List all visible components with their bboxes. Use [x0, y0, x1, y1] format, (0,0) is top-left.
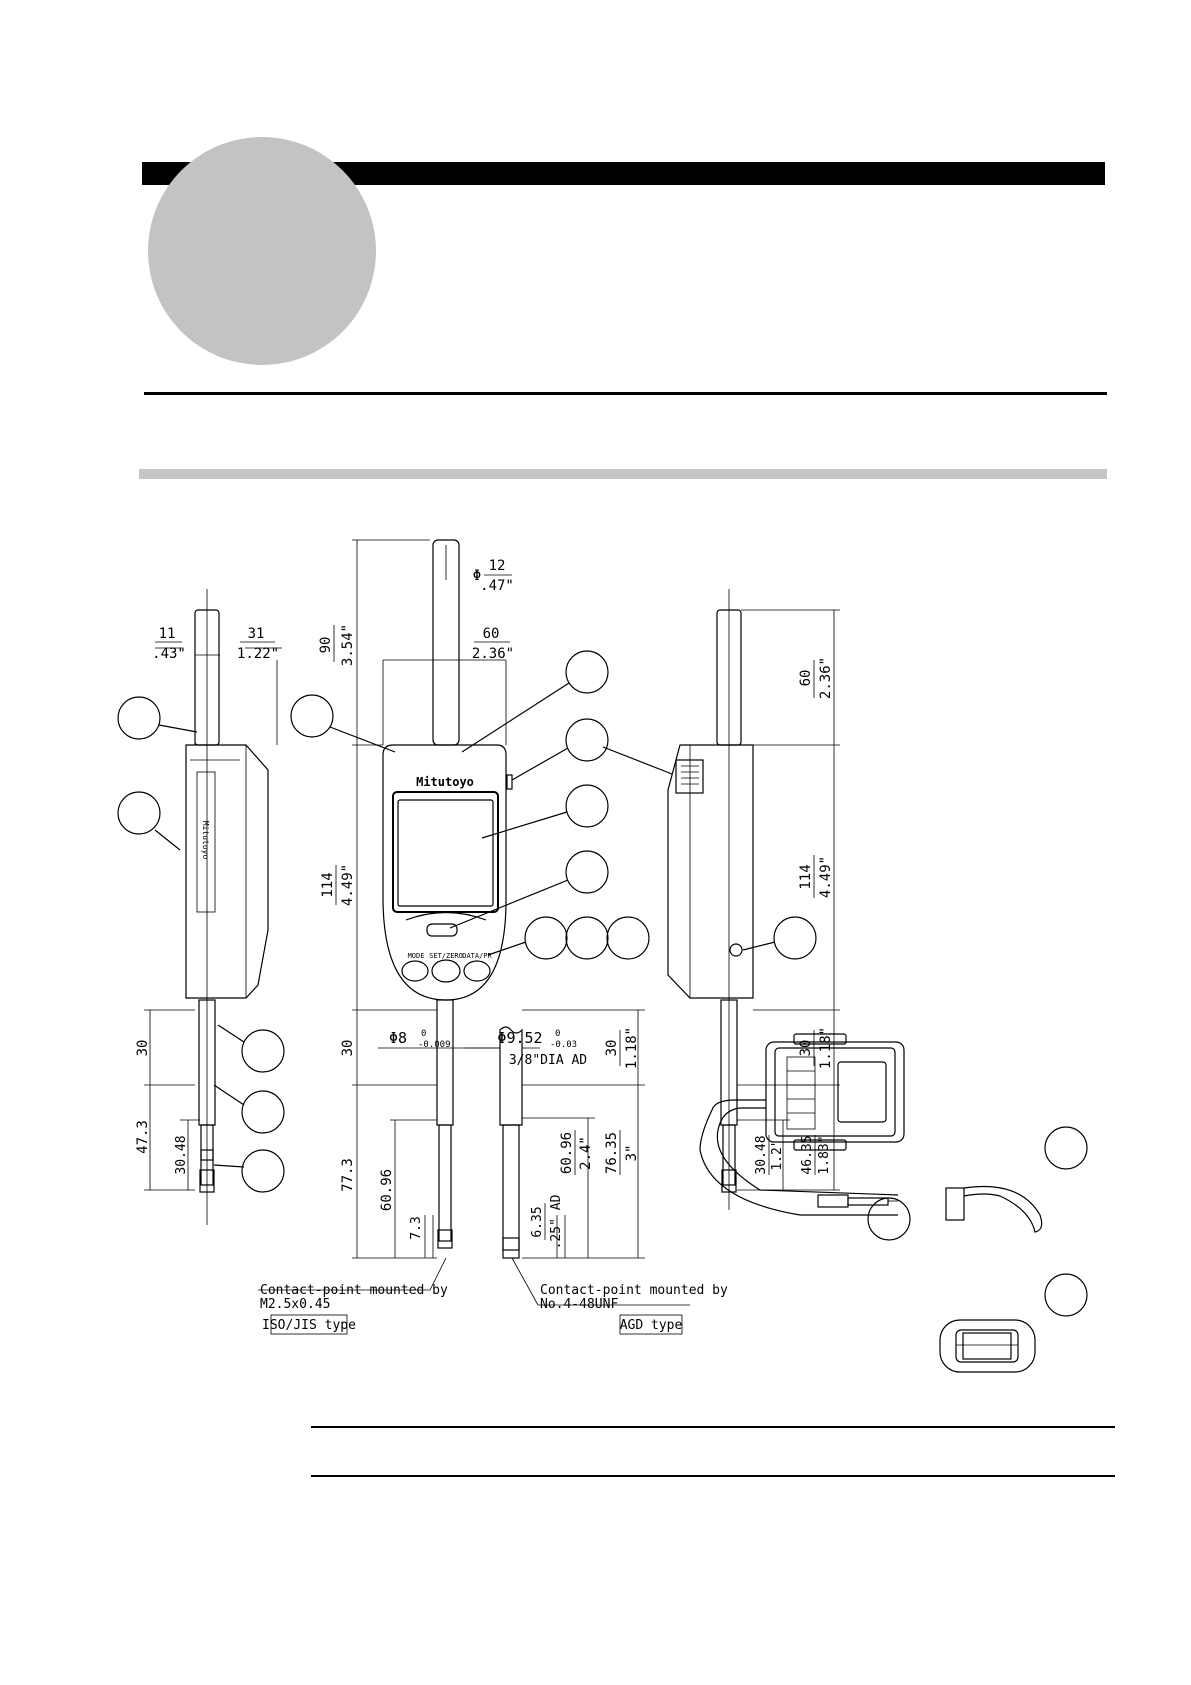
dim-90: 90 — [318, 637, 334, 654]
footer-rule-bottom — [311, 1475, 1115, 1477]
dim-114: 114 — [320, 872, 336, 897]
agd-contact-line1: Contact-point mounted by — [540, 1283, 728, 1298]
header-rule — [144, 392, 1107, 395]
dim-agd-76-35: 76.35 — [604, 1132, 620, 1174]
dim-iso-60-96: 60.96 — [379, 1169, 395, 1211]
dim-left-47-3: 47.3 — [135, 1120, 151, 1154]
dim-agd-6-35: 6.35 — [530, 1206, 545, 1237]
dim-60: 60 — [483, 626, 500, 642]
dim-right-46-35: 46.35 — [800, 1135, 815, 1174]
left-side-view: Mitutoyo — [117, 589, 285, 1225]
header-bar — [142, 162, 1105, 185]
section-rule — [139, 469, 1107, 479]
front-view: Mitutoyo MODE SET/ZERO DATA/PR — [290, 539, 650, 1259]
svg-text:Mitutoyo: Mitutoyo — [201, 821, 210, 860]
dim-stem-agd-upper: 0 — [555, 1029, 560, 1039]
dim-11-inch: .43" — [152, 646, 186, 662]
dim-right-46-35-inch: 1.83" — [817, 1135, 832, 1174]
dim-front-30: 30 — [340, 1040, 356, 1057]
dim-77-3: 77.3 — [340, 1158, 356, 1192]
dim-left-30: 30 — [135, 1040, 151, 1057]
brand-logo: Mitutoyo — [416, 775, 474, 789]
dim-stem-iso: Φ8 — [389, 1029, 407, 1047]
dim-left-30-48: 30.48 — [174, 1135, 189, 1174]
contact-point-notes: Contact-point mounted by M2.5x0.45 ISO/J… — [258, 1257, 728, 1335]
agd-type-label: AGD type — [620, 1318, 683, 1333]
dim-agd-60-96: 60.96 — [559, 1132, 575, 1174]
dim-31-inch: 1.22" — [237, 646, 279, 662]
dim-stem-iso-upper: 0 — [421, 1029, 426, 1039]
agd-contact-line2: No.4-48UNF — [540, 1297, 618, 1312]
dim-right-30-48-inch: 1.2" — [770, 1139, 785, 1170]
chapter-circle — [148, 137, 376, 365]
dim-agd-30-inch: 1.18" — [624, 1027, 640, 1069]
dim-right-114: 114 — [798, 864, 814, 889]
dim-agd-60-96-inch: 2.4" — [578, 1136, 594, 1170]
iso-contact-line1: Contact-point mounted by — [260, 1283, 448, 1298]
iso-type-label: ISO/JIS type — [262, 1318, 356, 1333]
dim-stem-agd: Φ9.52 — [497, 1029, 542, 1047]
dim-right-60: 60 — [798, 670, 814, 687]
dim-31: 31 — [248, 626, 265, 642]
accessories — [699, 1033, 1088, 1373]
dim-stem-iso-lower: -0.009 — [418, 1040, 451, 1050]
btn-mode-label: MODE — [408, 952, 425, 960]
dim-stem-agd-inch: 3/8"DIA AD — [509, 1053, 587, 1068]
right-side-view: 60 2.36" 114 4.49" 30 1.18" 30.48 1.2" 4… — [602, 589, 840, 1210]
dim-cap-phi: Φ — [473, 568, 481, 584]
dim-right-114-inch: 4.49" — [818, 856, 834, 898]
dim-cap-mm: 12 — [489, 558, 506, 574]
agd-stem-view: Φ9.52 0 -0.03 3/8"DIA AD 30 1.18" 60.96 … — [465, 1009, 645, 1259]
dim-agd-6-35-inch: .25" AD — [549, 1194, 564, 1249]
footer-rule-top — [311, 1426, 1115, 1428]
dim-agd-76-35-inch: 3" — [624, 1145, 640, 1162]
iso-contact-line2: M2.5x0.45 — [260, 1297, 330, 1312]
dim-right-60-inch: 2.36" — [818, 657, 834, 699]
dim-stem-agd-lower: -0.03 — [550, 1040, 577, 1050]
btn-data-label: DATA/PR — [462, 952, 492, 960]
btn-set-label: SET/ZERO — [429, 952, 463, 960]
dim-114-inch: 4.49" — [340, 864, 356, 906]
dim-60-inch: 2.36" — [472, 646, 514, 662]
dim-iso-7-3: 7.3 — [409, 1216, 424, 1239]
dim-11: 11 — [159, 626, 176, 642]
dim-cap-inch: .47" — [480, 578, 514, 594]
dim-right-30-48: 30.48 — [754, 1135, 769, 1174]
dim-agd-30: 30 — [604, 1040, 620, 1057]
dim-90-inch: 3.54" — [340, 624, 356, 666]
